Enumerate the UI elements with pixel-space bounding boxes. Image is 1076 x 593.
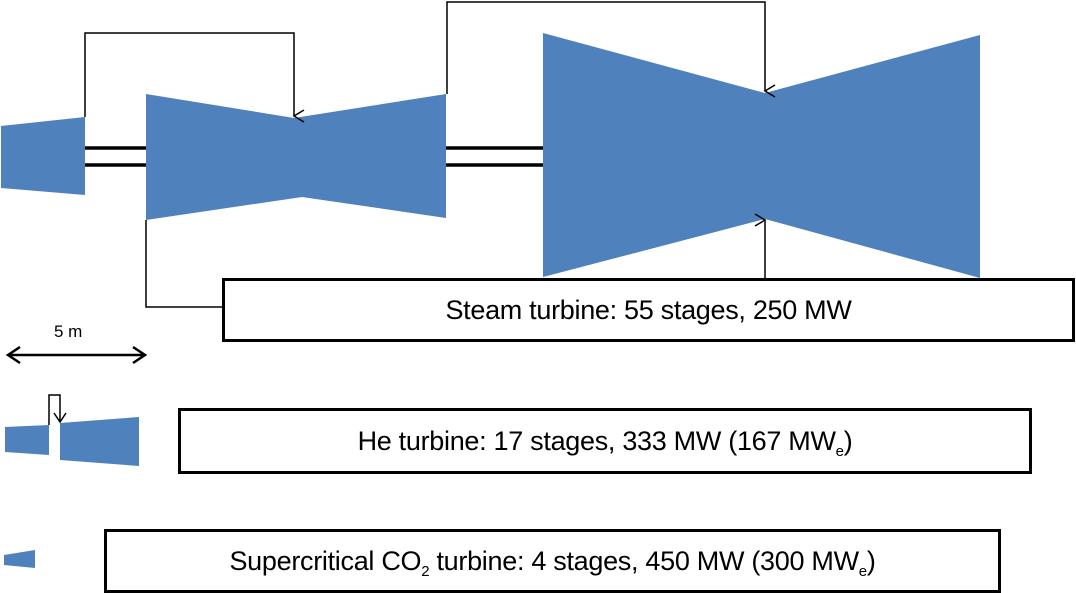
steam-flow-lines xyxy=(84,1,776,308)
sco2-label-subscript: 2 xyxy=(421,562,430,580)
steam-hp-section xyxy=(1,117,85,195)
sco2-turbine-label-text: Supercritical CO2 turbine: 4 stages, 450… xyxy=(229,545,876,580)
helium-label-subscript: e xyxy=(835,442,844,460)
helium-turbine-shape xyxy=(5,394,139,466)
steam-turbine-label: Steam turbine: 55 stages, 250 MW xyxy=(222,278,1075,342)
steam-lp-section xyxy=(543,33,980,278)
helium-label-suffix: ) xyxy=(843,425,853,456)
sco2-label-subscript-e: e xyxy=(858,562,867,580)
steam-ip-section xyxy=(146,94,446,220)
sco2-label-mid: turbine: 4 stages, 450 MW (300 MW xyxy=(429,545,859,576)
helium-turbine-label-text: He turbine: 17 stages, 333 MW (167 MWe) xyxy=(357,425,853,460)
sco2-label-main: Supercritical CO xyxy=(229,545,422,576)
sco2-turbine-label: Supercritical CO2 turbine: 4 stages, 450… xyxy=(104,529,1001,593)
sco2-label-suffix: ) xyxy=(866,545,876,576)
sco2-turbine-shape xyxy=(4,550,35,568)
scale-label: 5 m xyxy=(54,322,83,341)
scale-bar xyxy=(5,345,148,365)
helium-label-main: He turbine: 17 stages, 333 MW (167 MW xyxy=(357,425,836,456)
steam-turbine-label-text: Steam turbine: 55 stages, 250 MW xyxy=(445,294,852,325)
helium-turbine-label: He turbine: 17 stages, 333 MW (167 MWe) xyxy=(178,408,1032,474)
steam-turbine-shaft xyxy=(85,146,543,167)
